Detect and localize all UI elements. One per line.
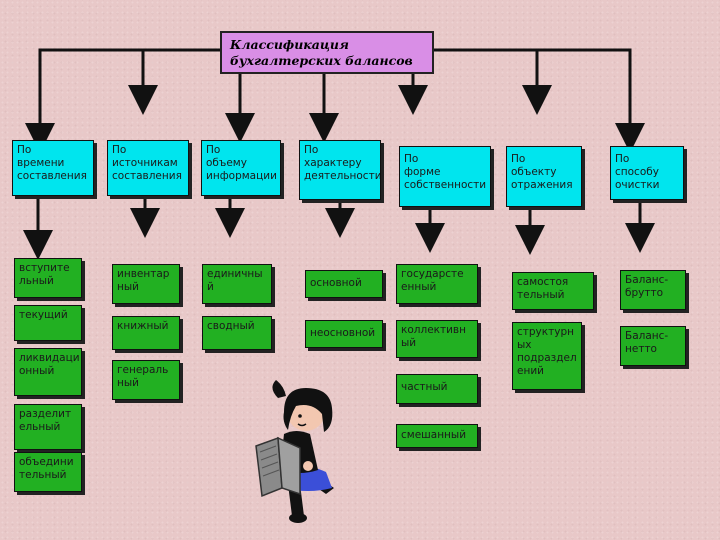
diagram-title: Классификация бухгалтерских балансов — [220, 31, 434, 74]
item-sources-general: генераль ный — [112, 360, 180, 400]
girl-reading-book-icon — [255, 380, 334, 523]
item-time-current: текущий — [14, 305, 82, 341]
item-time-liquidation: ликвидаци онный — [14, 348, 82, 396]
item-cleaning-net: Баланс- нетто — [620, 326, 686, 366]
category-activity: По характеру деятельности — [299, 140, 381, 200]
item-activity-main: основной — [305, 270, 383, 298]
category-object: По объекту отражения — [506, 146, 582, 207]
category-cleaning: По способу очистки — [610, 146, 684, 200]
item-object-subdivisions: структурн ых подраздел ений — [512, 322, 582, 390]
item-ownership-collective: коллективн ый — [396, 320, 478, 358]
item-activity-non-main: неосновной — [305, 320, 383, 348]
category-time: По времени составления — [12, 140, 94, 196]
item-cleaning-gross: Баланс- брутто — [620, 270, 686, 310]
item-ownership-private: частный — [396, 374, 478, 404]
category-sources: По источникам составления — [107, 140, 189, 196]
item-sources-book: книжный — [112, 316, 180, 350]
item-object-standalone: самостоя тельный — [512, 272, 594, 310]
item-time-separation: разделит ельный — [14, 404, 82, 450]
item-time-merger: объедини тельный — [14, 452, 82, 492]
item-volume-single: единичны й — [202, 264, 272, 304]
item-time-introductory: вступите льный — [14, 258, 82, 298]
category-volume: По объему информации — [201, 140, 281, 196]
item-ownership-mixed: смешанный — [396, 424, 478, 448]
item-ownership-state: государсте енный — [396, 264, 478, 304]
item-sources-inventory: инвентар ный — [112, 264, 180, 304]
item-volume-consolidated: сводный — [202, 316, 272, 350]
category-ownership: По форме собственности — [399, 146, 491, 207]
